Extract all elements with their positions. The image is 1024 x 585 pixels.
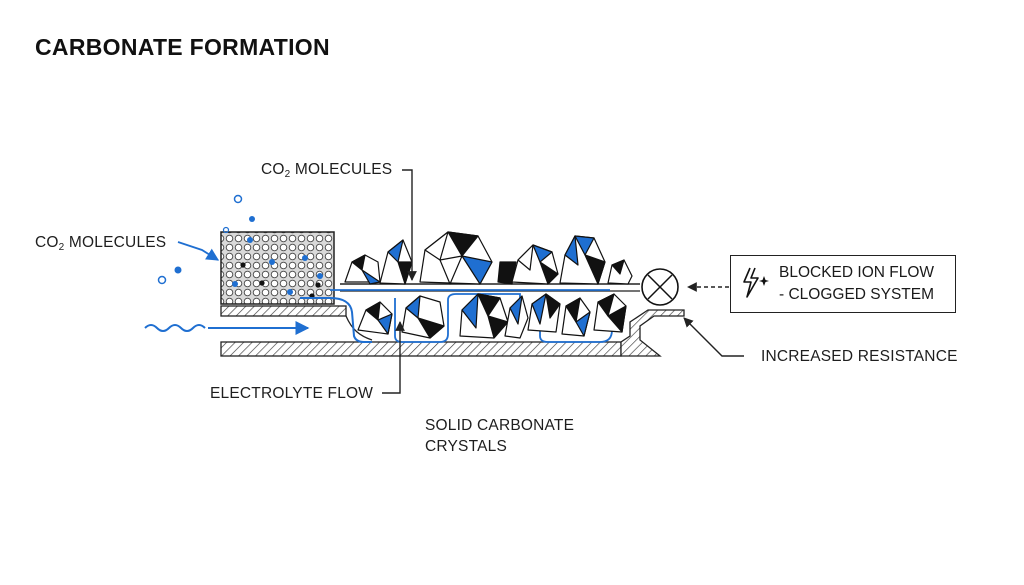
page-title: CARBONATE FORMATION (35, 34, 330, 60)
solid-carbonate-label: SOLID CARBONATE CRYSTALS (425, 417, 575, 455)
callout-line-2: - CLOGGED SYSTEM (779, 286, 935, 303)
co2-molecules-top-label: CO2 MOLECULES (261, 161, 393, 180)
co2-molecules-left-label: CO2 MOLECULES (35, 234, 167, 253)
blocked-x-circle-icon (641, 268, 679, 306)
leader-lines (177, 169, 744, 394)
co2-molecule-dots (157, 194, 255, 285)
blocked-ion-flow-callout: BLOCKED ION FLOW - CLOGGED SYSTEM (730, 255, 956, 313)
electrolyte-flow-label: ELECTROLYTE FLOW (210, 385, 374, 402)
porous-electrode (220, 231, 335, 305)
carbonate-crystals-upper (344, 231, 633, 285)
carbonate-crystals-lower (357, 293, 627, 339)
electrolyte-flow-path (144, 289, 613, 343)
lightning-spark-icon (743, 267, 769, 298)
increased-resistance-label: INCREASED RESISTANCE (761, 348, 958, 365)
callout-line-1: BLOCKED ION FLOW (779, 264, 935, 281)
